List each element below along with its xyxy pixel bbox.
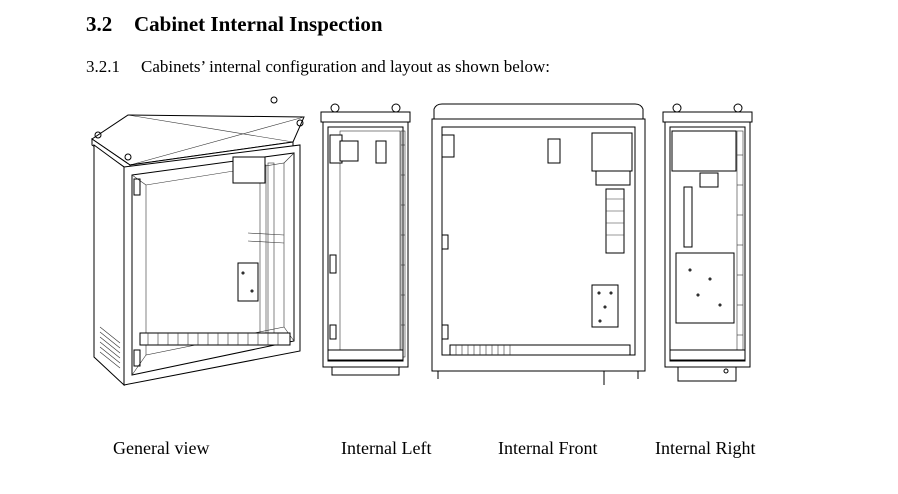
figure-internal-front (430, 95, 648, 387)
figure-general-view (88, 95, 313, 390)
section-title: Cabinet Internal Inspection (134, 12, 383, 36)
figure-internal-right (660, 95, 755, 387)
subsection-line: 3.2.1 Cabinets’ internal configuration an… (86, 57, 550, 77)
section-number: 3.2 (86, 12, 113, 36)
caption-internal-right: Internal Right (655, 438, 756, 458)
section-heading: 3.2 Cabinet Internal Inspection (86, 12, 383, 37)
subsection-text: Cabinets’ internal configuration and lay… (141, 57, 551, 76)
caption-internal-left: Internal Left (341, 438, 432, 458)
figure-internal-left (318, 95, 413, 385)
caption-internal-front: Internal Front (498, 438, 598, 458)
caption-general-view: General view (113, 438, 210, 458)
subsection-number: 3.2.1 (86, 57, 120, 76)
